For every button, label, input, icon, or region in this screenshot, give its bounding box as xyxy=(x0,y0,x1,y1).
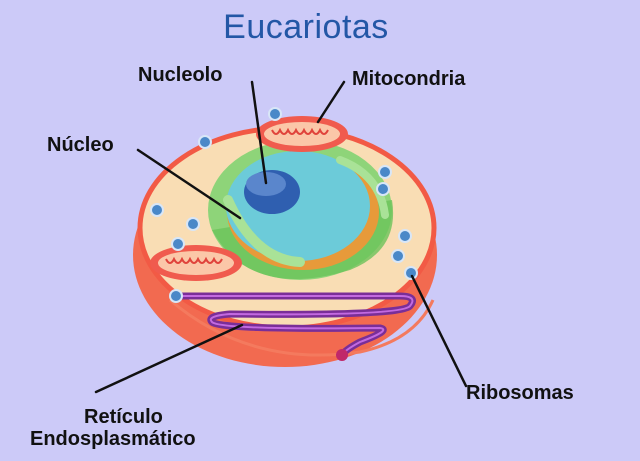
ribosome xyxy=(404,266,418,280)
ribosome xyxy=(378,165,392,179)
envelope-fold-right xyxy=(336,156,389,219)
label-ribosomas: Ribosomas xyxy=(466,382,574,404)
envelope-fold-left xyxy=(223,195,305,267)
nucleus-group xyxy=(208,140,394,280)
label-nucleolo: Nucleolo xyxy=(138,64,223,86)
label-nucleo: Núcleo xyxy=(47,134,114,156)
ribosome xyxy=(268,107,282,121)
er-vesicle xyxy=(336,349,348,361)
mitochondrion-left xyxy=(150,245,242,281)
leader-nucleolo xyxy=(250,80,268,185)
ribosome xyxy=(150,203,164,217)
ribosome xyxy=(198,135,212,149)
leader-reticulo xyxy=(94,323,244,394)
ribosome xyxy=(171,237,185,251)
leader-nucleo xyxy=(136,148,242,220)
ribosomes xyxy=(150,107,418,303)
leader-mitocondria xyxy=(316,80,346,124)
diagram-title: Eucariotas xyxy=(223,8,389,46)
er-highlight xyxy=(179,295,414,356)
ribosome xyxy=(376,182,390,196)
leader-lines xyxy=(94,80,468,394)
leader-ribosomas xyxy=(410,274,468,388)
label-reticulo-line2: Endosplasmático xyxy=(30,428,196,450)
ribosome xyxy=(186,217,200,231)
mitochondrion-top xyxy=(256,116,348,152)
ribosome xyxy=(398,229,412,243)
ribosome xyxy=(391,249,405,263)
label-mitocondria: Mitocondria xyxy=(352,68,466,90)
ribosome xyxy=(169,289,183,303)
label-reticulo-line1: Retículo xyxy=(84,406,163,428)
